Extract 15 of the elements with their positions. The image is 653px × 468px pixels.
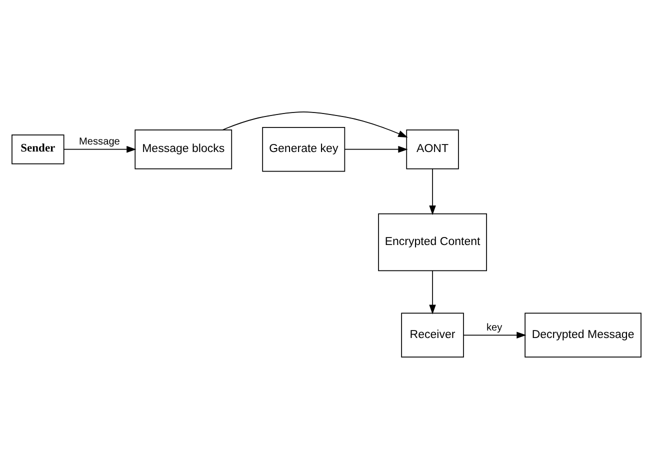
node-box: Sender [12, 134, 64, 164]
node-box: AONT [406, 128, 459, 169]
node-box: Message blocks [134, 128, 232, 169]
edge-label: Message [79, 136, 120, 147]
arrow [429, 168, 436, 215]
node-box: Generate key [262, 126, 346, 172]
arrow [63, 145, 136, 152]
arrow [222, 110, 408, 137]
arrow [429, 270, 436, 314]
arrow [344, 145, 408, 152]
edge-label: key [486, 322, 502, 333]
node-box: Receiver [401, 312, 464, 358]
arrow [463, 331, 526, 338]
node-box: Encrypted Content [378, 212, 487, 271]
node-box: Decrypted Message [524, 312, 642, 358]
